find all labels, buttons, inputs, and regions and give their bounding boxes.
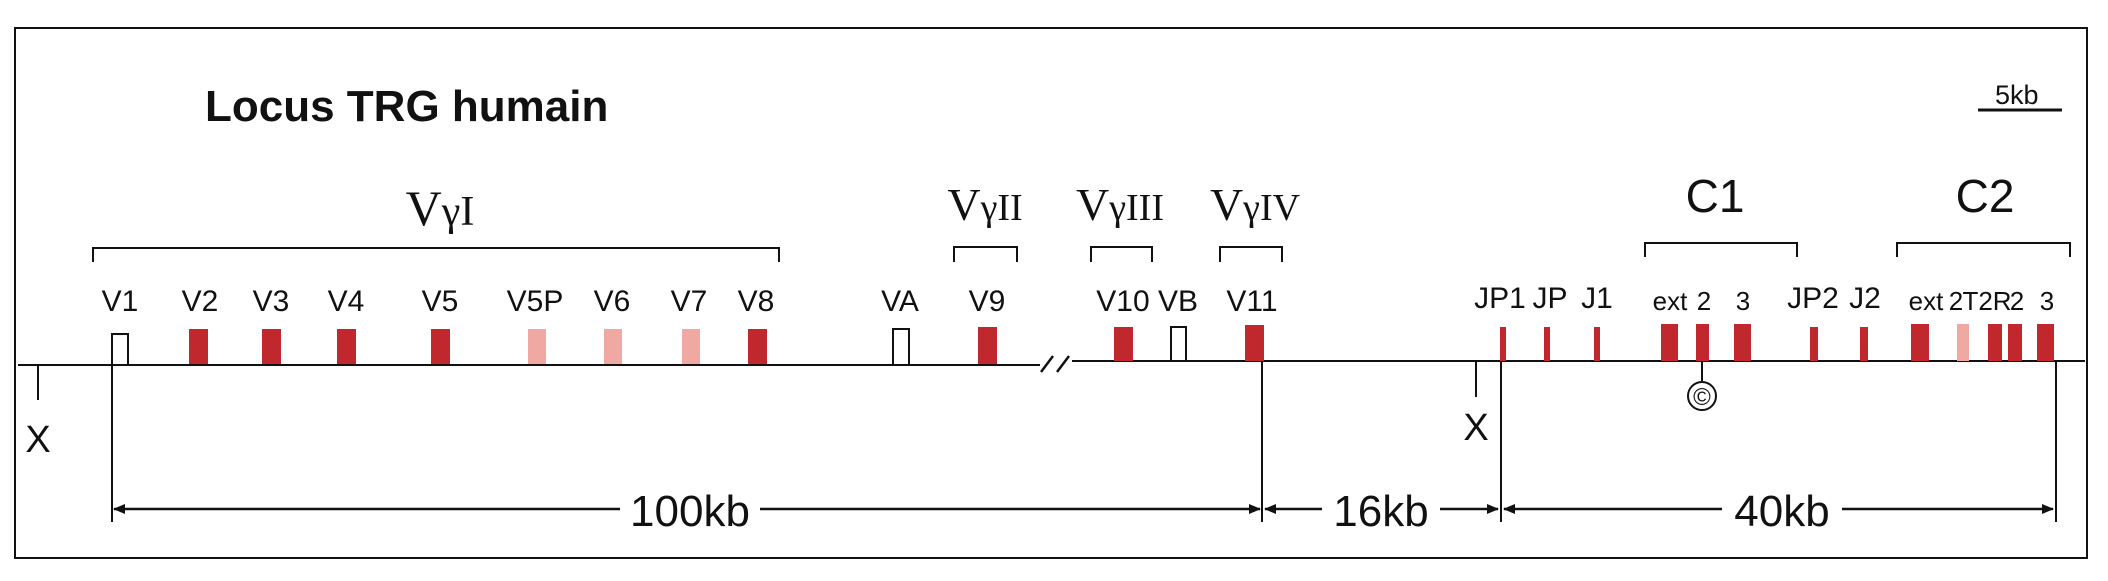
distance-label-40kb: 40kb — [1734, 487, 1829, 536]
j-label-jp2: JP2 — [1787, 282, 1839, 315]
distance-label-100kb: 100kb — [630, 487, 750, 536]
gene-box-v4 — [337, 329, 356, 364]
j-label-jp1: JP1 — [1474, 282, 1526, 315]
gene-box-v1 — [111, 333, 129, 366]
gene-box-v8 — [748, 329, 767, 364]
gene-label-vb: VB — [1158, 285, 1198, 318]
distance-label-16kb: 16kb — [1333, 487, 1428, 536]
c2-exon-3 — [2037, 324, 2054, 361]
j-box-j2 — [1860, 327, 1868, 361]
x-mark-right: X — [1463, 407, 1488, 449]
c1-exon-label-ext: ext — [1653, 286, 1688, 316]
j-box-jp2 — [1810, 327, 1818, 361]
j-box-j1 — [1594, 327, 1600, 361]
group-label-vg1-sub: γI — [441, 189, 475, 235]
bracket-c1 — [1644, 242, 1798, 257]
group-label-vg2: VγII — [947, 179, 1022, 230]
j-box-jp — [1544, 327, 1550, 361]
gene-box-v5p — [528, 329, 546, 364]
j-label-j2: J2 — [1849, 282, 1881, 315]
gene-label-v1: V1 — [102, 285, 139, 318]
gene-box-v10 — [1114, 327, 1133, 361]
group-label-vg4-sub: γIV — [1242, 187, 1300, 229]
line-break-mark-1 — [1040, 355, 1054, 373]
gene-label-v8: V8 — [738, 285, 775, 318]
gene-box-va — [892, 328, 910, 366]
copyright-marker-circle — [1687, 381, 1717, 411]
group-label-c1: C1 — [1686, 170, 1745, 222]
c1-exon-2 — [1696, 324, 1709, 361]
c2-exon-label-2a: 2 — [1949, 286, 1963, 316]
gene-label-v9: V9 — [969, 285, 1006, 318]
gene-label-v5: V5 — [422, 285, 459, 318]
j-box-jp1 — [1500, 327, 1506, 361]
c2-exon-ext — [1911, 324, 1929, 361]
scale-bar-label: 5kb — [1995, 80, 2039, 110]
gene-label-v2: V2 — [182, 285, 219, 318]
gene-box-v2 — [189, 329, 208, 364]
gene-box-v5 — [431, 329, 450, 364]
bracket-vg4 — [1219, 246, 1283, 262]
gene-label-v5p: V5P — [507, 285, 564, 318]
c2-exon-label-ext: ext — [1909, 286, 1944, 316]
gene-label-v3: V3 — [253, 285, 290, 318]
group-label-vg3-sub: γIII — [1108, 187, 1164, 229]
bracket-vg3 — [1090, 246, 1153, 262]
group-label-vg4: VγIV — [1210, 179, 1301, 230]
j-label-j1: J1 — [1581, 282, 1613, 315]
group-label-vg2-sub: γII — [980, 187, 1023, 229]
line-break-mark-2 — [1056, 355, 1070, 373]
group-label-vg1: VγI — [406, 180, 475, 236]
gene-label-v4: V4 — [328, 285, 365, 318]
j-label-jp: JP — [1532, 282, 1567, 315]
c2-exon-2a — [1957, 324, 1969, 361]
c1-exon-label-2: 2 — [1697, 286, 1711, 316]
copyright-marker: © — [1693, 384, 1711, 411]
bracket-vg2 — [953, 246, 1018, 262]
diagram-frame — [14, 27, 2088, 559]
group-label-vg2-prefix: V — [947, 179, 980, 230]
c1-exon-3 — [1734, 324, 1751, 361]
gene-box-v7 — [682, 329, 700, 364]
group-label-vg1-prefix: V — [406, 180, 442, 236]
gene-label-v11: V11 — [1226, 285, 1277, 318]
gene-box-v6 — [604, 329, 622, 364]
c2-exon-2b — [2008, 324, 2022, 361]
gene-box-v11 — [1245, 325, 1264, 361]
diagram-title: Locus TRG humain — [205, 82, 608, 131]
gene-label-v10: V10 — [1096, 285, 1149, 318]
c2-exon-label-2b: 2 — [2010, 286, 2024, 316]
group-label-vg4-prefix: V — [1210, 179, 1243, 230]
group-label-c2: C2 — [1956, 170, 2015, 222]
gene-label-v6: V6 — [594, 285, 631, 318]
gene-label-va: VA — [881, 285, 919, 318]
bracket-vg1 — [92, 247, 780, 262]
gene-box-v9 — [978, 327, 997, 364]
gene-box-v3 — [262, 329, 281, 364]
c2-exon-label-3: 3 — [2040, 286, 2054, 316]
c1-exon-ext — [1661, 324, 1678, 361]
group-label-vg3: VγIII — [1076, 179, 1164, 230]
c2-exon-label-t2r: T2R — [1962, 286, 2011, 316]
x-mark-left: X — [25, 419, 50, 461]
c2-exon-t2r — [1988, 324, 2002, 361]
gene-label-v7: V7 — [671, 285, 708, 318]
gene-box-vb — [1170, 326, 1187, 362]
group-label-vg3-prefix: V — [1076, 179, 1109, 230]
c1-exon-label-3: 3 — [1736, 286, 1750, 316]
bracket-c2 — [1896, 242, 2071, 257]
